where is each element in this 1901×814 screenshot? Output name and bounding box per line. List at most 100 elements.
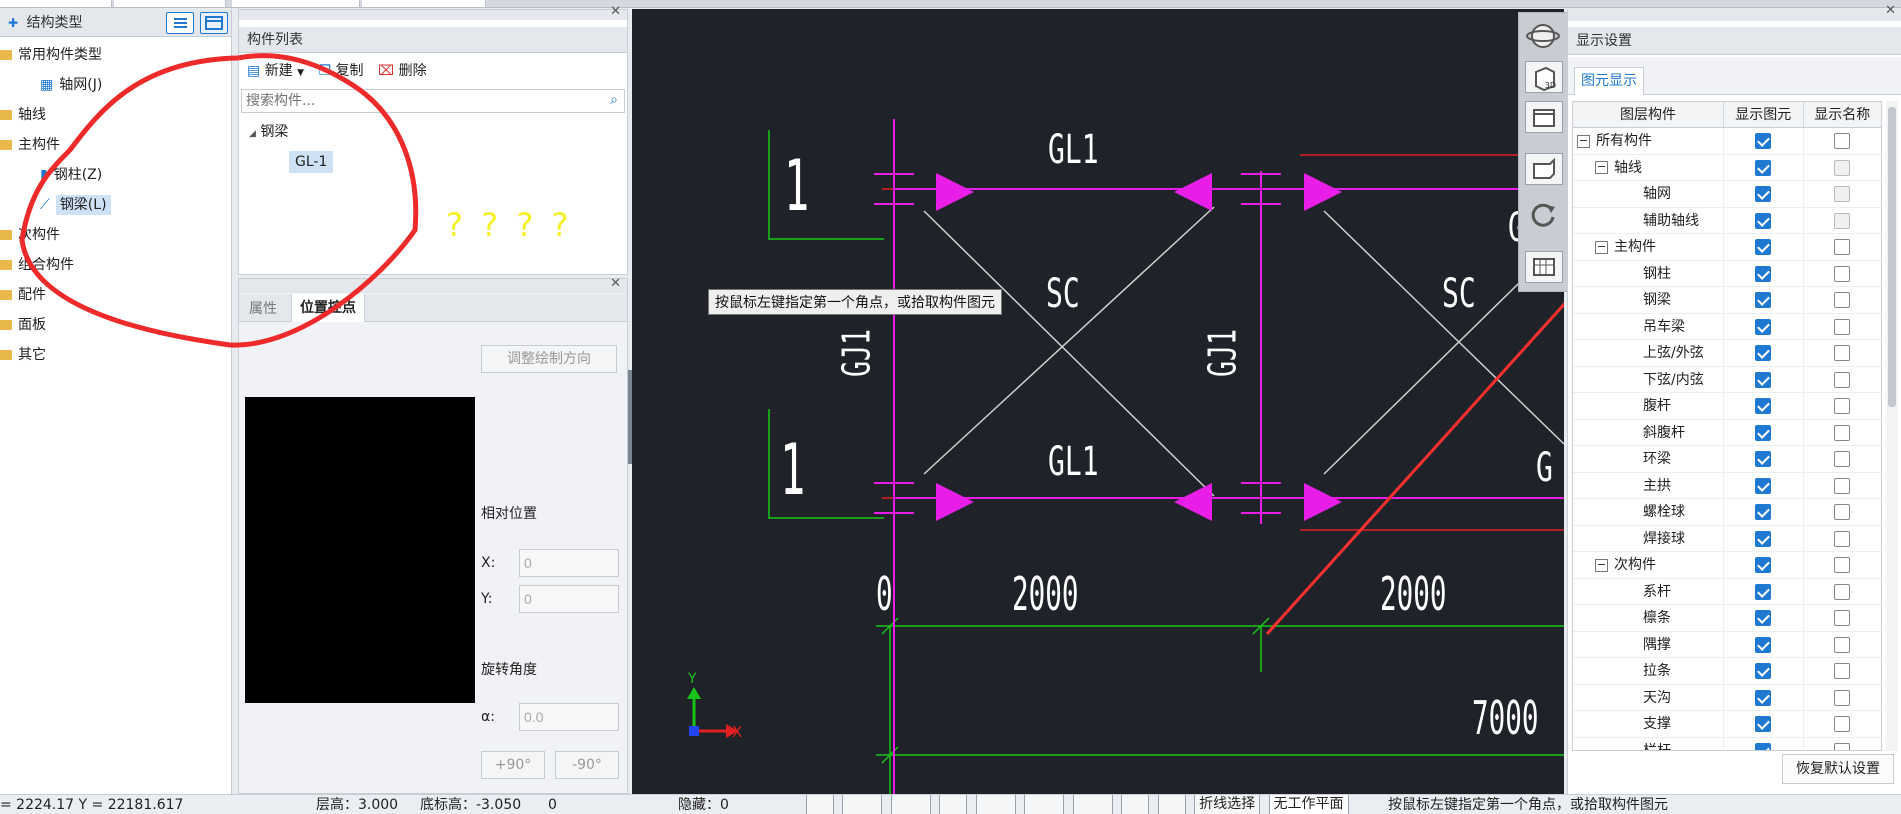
show-element-checkbox[interactable] [1755, 557, 1772, 573]
show-element-checkbox[interactable] [1755, 610, 1772, 626]
close-icon[interactable]: ✕ [610, 4, 621, 19]
tree-item-steel-beam[interactable]: ⟋钢梁(L) [0, 190, 231, 220]
tree-item-axis-grid[interactable]: ▦轴网(J) [40, 77, 103, 93]
splitter-handle[interactable] [628, 370, 632, 464]
tab-element-display[interactable]: 图元显示 [1574, 67, 1644, 95]
list-view-icon[interactable] [166, 12, 194, 34]
show-name-checkbox[interactable] [1834, 689, 1851, 706]
tree-item-axis[interactable]: 轴线 [0, 100, 231, 130]
view-iso-button[interactable] [1525, 153, 1563, 185]
tree-item-panel[interactable]: 面板 [0, 310, 231, 340]
close-icon[interactable]: ✕ [610, 276, 621, 291]
show-element-checkbox[interactable] [1755, 398, 1772, 414]
tree-item-steel-column[interactable]: ▮钢柱(Z) [40, 167, 103, 183]
tree-item-common[interactable]: 常用构件类型 [0, 40, 231, 70]
orbit-view-button[interactable] [1525, 21, 1563, 53]
status-btn-7[interactable] [1072, 795, 1113, 814]
tree-item-combo[interactable]: 组合构件 [0, 250, 231, 280]
show-name-checkbox[interactable] [1834, 186, 1851, 202]
show-name-checkbox[interactable] [1834, 557, 1851, 573]
alpha-input[interactable] [519, 703, 619, 731]
show-name-checkbox[interactable] [1834, 583, 1851, 600]
show-element-checkbox[interactable] [1755, 318, 1772, 335]
top-tab-1[interactable] [0, 0, 112, 7]
status-btn-9[interactable] [1157, 795, 1186, 814]
search-icon[interactable]: ⌕ [610, 92, 618, 108]
show-name-checkbox[interactable] [1834, 292, 1851, 308]
tree-item-other[interactable]: 其它 [0, 340, 231, 370]
view-top-button[interactable] [1525, 101, 1563, 133]
show-name-checkbox[interactable] [1834, 345, 1851, 361]
show-name-checkbox[interactable] [1834, 265, 1851, 282]
card-view-icon[interactable] [200, 12, 228, 34]
tab-properties[interactable]: 属性 [249, 301, 277, 317]
show-name-checkbox[interactable] [1834, 610, 1851, 626]
show-element-checkbox[interactable] [1755, 689, 1772, 706]
drawing-canvas[interactable]: GL1 GL1 SC SC GJ1 GJ1 1 1 0 2000 2000 70… [632, 9, 1564, 794]
expand-toggle-icon[interactable]: − [1595, 557, 1608, 572]
show-element-checkbox[interactable] [1755, 424, 1772, 441]
show-element-checkbox[interactable] [1755, 212, 1772, 229]
status-btn-2[interactable] [842, 795, 883, 814]
display-scroll-thumb[interactable] [1888, 107, 1896, 407]
adjust-direction-button[interactable]: 调整绘制方向 [481, 345, 617, 373]
show-name-checkbox[interactable] [1834, 663, 1851, 679]
status-btn-6[interactable] [1024, 795, 1065, 814]
y-input[interactable] [519, 585, 619, 613]
show-name-checkbox[interactable] [1834, 318, 1851, 335]
show-element-checkbox[interactable] [1755, 716, 1772, 732]
show-name-checkbox[interactable] [1834, 133, 1851, 149]
show-name-checkbox[interactable] [1834, 239, 1851, 255]
show-element-checkbox[interactable] [1755, 186, 1772, 202]
x-input[interactable] [519, 549, 619, 577]
tab-position[interactable]: 位置控点 [291, 294, 365, 322]
show-name-checkbox[interactable] [1834, 371, 1851, 388]
rotate-plus90-button[interactable]: +90° [481, 751, 545, 779]
expand-toggle-icon[interactable]: − [1595, 160, 1608, 174]
tree-item-main[interactable]: 主构件 [0, 130, 231, 160]
rotate-minus90-button[interactable]: -90° [555, 751, 619, 779]
show-element-checkbox[interactable] [1755, 663, 1772, 679]
status-btn-3[interactable] [890, 795, 931, 814]
show-element-checkbox[interactable] [1755, 292, 1772, 308]
expand-toggle-icon[interactable]: − [1595, 239, 1608, 254]
show-name-checkbox[interactable] [1834, 716, 1851, 732]
component-group[interactable]: ◢ 钢梁 [249, 124, 289, 140]
show-element-checkbox[interactable] [1755, 371, 1772, 388]
show-element-checkbox[interactable] [1755, 530, 1772, 547]
status-btn-4[interactable] [939, 795, 968, 814]
show-element-checkbox[interactable] [1755, 583, 1772, 600]
show-element-checkbox[interactable] [1755, 504, 1772, 520]
expand-toggle-icon[interactable]: − [1577, 133, 1590, 148]
show-name-checkbox[interactable] [1834, 530, 1851, 547]
show-element-checkbox[interactable] [1755, 451, 1772, 467]
show-name-checkbox[interactable] [1834, 212, 1851, 229]
show-name-checkbox[interactable] [1834, 504, 1851, 520]
view-3d-button[interactable]: 3D [1525, 61, 1563, 93]
status-btn-1[interactable] [806, 795, 834, 814]
top-tab-2[interactable] [114, 0, 226, 7]
show-element-checkbox[interactable] [1755, 477, 1772, 494]
component-search-input[interactable] [242, 90, 582, 112]
layer-settings-button[interactable] [1525, 251, 1563, 283]
close-icon[interactable]: ✕ [1885, 3, 1896, 18]
show-name-checkbox[interactable] [1834, 477, 1851, 494]
top-tab-4[interactable] [362, 0, 486, 7]
show-name-checkbox[interactable] [1834, 742, 1851, 750]
rotate-button[interactable] [1525, 199, 1563, 231]
show-element-checkbox[interactable] [1755, 636, 1772, 653]
show-name-checkbox[interactable] [1834, 636, 1851, 653]
new-button[interactable]: ▤ 新建 ▼ [247, 63, 305, 79]
delete-button[interactable]: ⌧ 删除 [377, 63, 427, 79]
show-name-checkbox[interactable] [1834, 159, 1851, 176]
show-element-checkbox[interactable] [1755, 265, 1772, 282]
show-element-checkbox[interactable] [1755, 133, 1772, 149]
show-name-checkbox[interactable] [1834, 398, 1851, 414]
polyline-select-button[interactable]: 折线选择 [1194, 795, 1261, 814]
tree-item-secondary[interactable]: 次构件 [0, 220, 231, 250]
show-element-checkbox[interactable] [1755, 239, 1772, 255]
status-btn-8[interactable] [1121, 795, 1150, 814]
top-tab-3[interactable] [232, 0, 360, 7]
show-element-checkbox[interactable] [1755, 345, 1772, 361]
display-scrollbar[interactable] [1886, 101, 1898, 751]
